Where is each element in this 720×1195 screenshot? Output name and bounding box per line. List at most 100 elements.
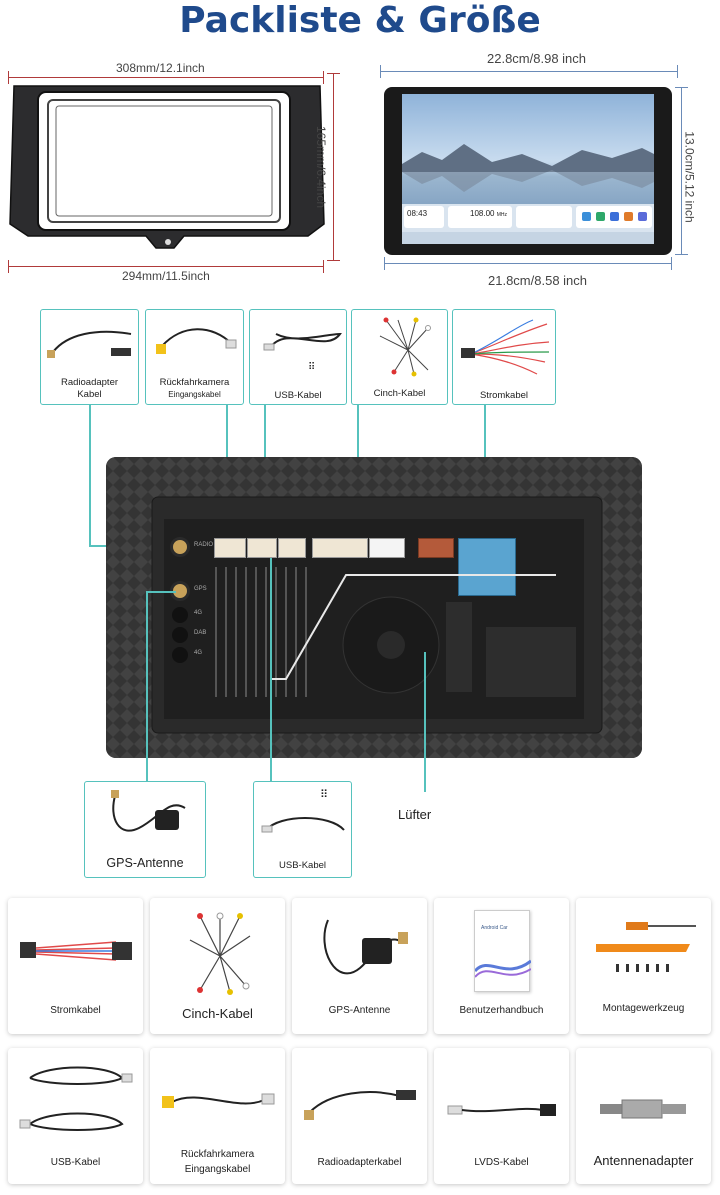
- music-widget[interactable]: [516, 206, 572, 228]
- package-item-manual: Android Car Benutzerhandbuch: [434, 898, 569, 1034]
- port-label: 4G: [194, 650, 203, 656]
- app-icon[interactable]: [638, 212, 647, 221]
- callout-usb-cable-2: ⠿ USB-Kabel: [253, 781, 352, 878]
- callout-gps-antenna: GPS-Antenne: [84, 781, 206, 878]
- manual-image: Android Car: [474, 910, 531, 992]
- callout-sub-label: Eingangskabel: [168, 390, 221, 399]
- callout-rear-camera: Rückfahrkamera Eingangskabel: [145, 309, 244, 405]
- radio-frequency: 108.00: [470, 209, 495, 218]
- package-item-usb-cable: USB-Kabel: [8, 1048, 143, 1184]
- package-label: USB-Kabel: [50, 1157, 101, 1168]
- package-item-radio-adapter: Radioadapterkabel: [292, 1048, 427, 1184]
- radio-adapter-cable-image: [47, 330, 132, 358]
- dim-tick: [323, 260, 324, 273]
- gps-antenna-image: [111, 790, 186, 832]
- usb-port-icon: ⠿: [308, 362, 316, 373]
- dim-tick: [671, 257, 672, 270]
- usb-routing-line: [270, 558, 556, 680]
- callout-usb-cable: ⠿ USB-Kabel: [249, 309, 347, 405]
- callout-label: Radioadapter: [60, 377, 119, 388]
- manual-wave-graphic: [475, 959, 531, 978]
- back-panel: RADIO GPS 4G DAB 4G: [106, 457, 642, 758]
- manual-cover-title: Android Car: [481, 925, 508, 931]
- rear-camera-cable-image: [156, 328, 237, 354]
- package-item-gps-antenna: GPS-Antenne: [292, 898, 427, 1034]
- radio-unit: MHz: [496, 212, 507, 218]
- package-label: Benutzerhandbuch: [459, 1005, 544, 1016]
- callout-label: USB-Kabel: [279, 860, 326, 871]
- app-icon[interactable]: [624, 212, 633, 221]
- antenna-port-4g-2: [172, 647, 188, 663]
- head-unit-screen: 08:43 108.00 MHz: [384, 87, 672, 255]
- antenna-port-4g: [172, 607, 188, 623]
- radio-widget[interactable]: 108.00 MHz: [448, 206, 512, 228]
- package-label: Montagewerkzeug: [602, 1003, 685, 1014]
- dim-tick: [675, 87, 688, 88]
- callout-label: Rückfahrkamera: [159, 377, 230, 388]
- connector-plug: [369, 538, 405, 558]
- callout-label: Stromkabel: [479, 390, 529, 401]
- screen-display: 08:43 108.00 MHz: [402, 94, 654, 244]
- lvds-cable-image: [447, 1104, 556, 1116]
- frame-bottom-dim-line: [8, 266, 324, 267]
- package-item-tools: Montagewerkzeug: [576, 898, 711, 1034]
- connector-line: [146, 591, 148, 781]
- power-cable-image: [461, 319, 550, 375]
- package-item-cinch-cable: Cinch-Kabel: [150, 898, 285, 1034]
- connector-plug: [214, 538, 246, 558]
- app-icon[interactable]: [610, 212, 619, 221]
- package-label: Rückfahrkamera: [180, 1149, 255, 1160]
- dim-tick: [675, 254, 688, 255]
- dim-tick: [327, 260, 340, 261]
- package-item-antenna-adapter: Antennenadapter: [576, 1048, 711, 1184]
- callout-cinch-cable: Cinch-Kabel: [351, 309, 448, 405]
- radio-adapter-cable-image: [304, 1090, 416, 1120]
- package-label: Stromkabel: [50, 1005, 101, 1016]
- fan-label: Lüfter: [398, 807, 432, 822]
- dash-frame-image: [9, 85, 325, 249]
- package-label: Antennenadapter: [593, 1153, 694, 1168]
- usb-cable-image: [263, 332, 342, 351]
- package-label: Cinch-Kabel: [182, 1006, 253, 1021]
- frame-top-dim-line: [8, 77, 324, 78]
- app-icon[interactable]: [596, 212, 605, 221]
- rear-camera-cable-image: [162, 1093, 275, 1108]
- callout-sub-label: Kabel: [77, 389, 102, 400]
- clock-widget[interactable]: 08:43: [404, 206, 444, 228]
- app-icon[interactable]: [582, 212, 591, 221]
- connector-plug: [312, 538, 368, 558]
- clock-time: 08:43: [407, 209, 428, 218]
- nav-bar: [402, 232, 654, 244]
- screen-side-dim: 13.0cm/5.12 inch: [682, 131, 697, 223]
- tools-image: [596, 922, 696, 972]
- dim-tick: [677, 65, 678, 78]
- dim-tick: [384, 257, 385, 270]
- usb-port-icon: ⠿: [320, 789, 329, 801]
- frame-bottom-dim: 294mm/11.5inch: [122, 269, 210, 283]
- antenna-port-dab: [172, 627, 188, 643]
- frame-side-dim-line: [333, 73, 334, 261]
- screen-bottom-dim: 21.8cm/8.58 inch: [488, 273, 588, 288]
- app-icons-row: [576, 206, 652, 228]
- connector-plug: [278, 538, 306, 558]
- port-label: 4G: [194, 610, 203, 616]
- port-label: RADIO: [194, 542, 214, 548]
- antenna-adapter-image: [600, 1099, 686, 1119]
- callout-radio-adapter: Radioadapter Kabel: [40, 309, 139, 405]
- screen-bottom-dim-line: [384, 263, 672, 264]
- package-item-rear-camera: Rückfahrkamera Eingangskabel: [150, 1048, 285, 1184]
- connector-line: [146, 591, 176, 593]
- frame-top-dim: 308mm/12.1inch: [116, 61, 205, 75]
- dim-tick: [380, 65, 381, 78]
- antenna-port-radio: [170, 537, 190, 557]
- dim-tick: [327, 73, 340, 74]
- cinch-cable-image: [379, 317, 431, 377]
- package-label: Radioadapterkabel: [317, 1157, 402, 1168]
- dim-tick: [323, 71, 324, 84]
- port-label: DAB: [194, 630, 207, 636]
- gps-antenna-image: [323, 919, 408, 975]
- screen-top-dim: 22.8cm/8.98 inch: [487, 51, 587, 66]
- port-label: GPS: [194, 586, 207, 592]
- connector-line: [270, 558, 272, 781]
- package-sub-label: Eingangskabel: [184, 1164, 251, 1175]
